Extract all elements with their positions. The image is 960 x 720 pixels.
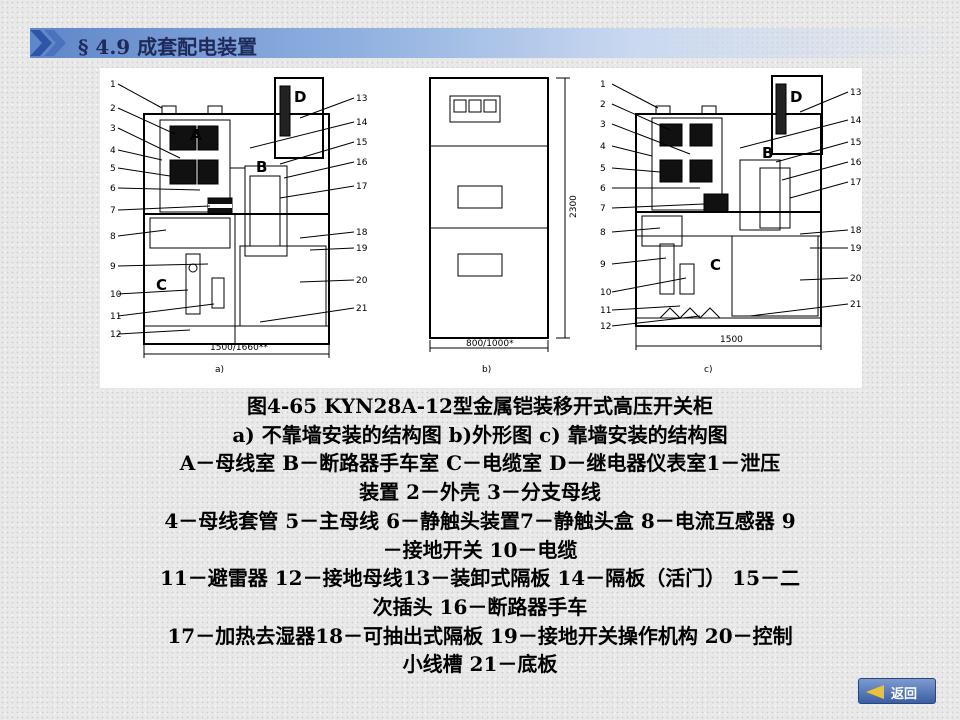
page-title: § 4.9 成套配电装置 — [78, 35, 258, 59]
callout-number: 10 — [110, 290, 122, 300]
callout-number: 5 — [110, 164, 116, 174]
caption-line: A－母线室 B－断路器手车室 C－电缆室 D－继电器仪表室1－泄压 — [179, 451, 781, 476]
compartment-c-label: C — [156, 276, 167, 294]
title-bar — [30, 28, 955, 58]
callout-number: 11 — [600, 306, 611, 316]
callout-number: 4 — [110, 146, 116, 156]
caption-line: 4－母线套管 5－主母线 6－静触头装置7－静触头盒 8－电流互感器 9 — [164, 508, 796, 533]
panel-a-width-dim: 1500/1660** — [210, 343, 268, 353]
callout-number: 12 — [110, 330, 121, 340]
callout-number: 1 — [600, 80, 606, 90]
callout-number: 2 — [110, 104, 116, 114]
back-button-label: 返回 — [891, 687, 918, 702]
chevron-decoration-icon — [30, 30, 66, 56]
caption-line: 装置 2－外壳 3－分支母线 — [359, 480, 601, 505]
callout-number: 17 — [850, 178, 861, 188]
callout-number: 15 — [850, 138, 861, 148]
caption-line: 17－加热去湿器18－可抽出式隔板 19－接地开关操作机构 20－控制 — [167, 623, 793, 648]
callout-number: 21 — [356, 304, 367, 314]
callout-number: 20 — [850, 274, 862, 284]
caption-line: a) 不靠墙安装的结构图 b)外形图 c) 靠墙安装的结构图 — [232, 422, 728, 447]
callout-number: 17 — [356, 182, 367, 192]
panel-c-compartment-d: D — [790, 88, 802, 106]
panel-c-compartment-c: C — [710, 256, 721, 274]
callout-number: 16 — [356, 158, 368, 168]
callout-number: 1 — [110, 80, 116, 90]
caption-line: 小线槽 21－底板 — [402, 652, 558, 677]
callout-number: 10 — [600, 288, 612, 298]
callout-number: 3 — [600, 120, 606, 130]
callout-number: 16 — [850, 158, 862, 168]
callout-number: 19 — [356, 244, 368, 254]
panel-c-caption: c) — [704, 365, 712, 375]
callout-number: 18 — [356, 228, 368, 238]
callout-number: 2 — [600, 100, 606, 110]
callout-number: 6 — [110, 184, 116, 194]
panel-b-height-dim: 2300 — [569, 195, 579, 218]
compartment-b-label: B — [256, 158, 267, 176]
callout-number: 14 — [850, 116, 862, 126]
compartment-a-label: A — [190, 126, 202, 144]
callout-number: 13 — [356, 94, 367, 104]
callout-number: 8 — [110, 232, 116, 242]
panel-c-compartment-b: B — [762, 144, 773, 162]
panel-a-drawing — [117, 77, 355, 358]
callout-number: 7 — [600, 204, 606, 214]
figure-caption: 图4-65 KYN28A-12型金属铠装移开式高压开关柜 a) 不靠墙安装的结构… — [40, 392, 920, 679]
callout-number: 18 — [850, 226, 862, 236]
caption-line: 11－避雷器 12－接地母线13－装卸式隔板 14－隔板（活门） 15－二 — [159, 566, 801, 591]
callout-number: 8 — [600, 228, 606, 238]
panel-b-width-dim: 800/1000* — [466, 339, 514, 349]
callout-number: 20 — [356, 276, 368, 286]
callout-number: 7 — [110, 206, 116, 216]
caption-line: 图4-65 KYN28A-12型金属铠装移开式高压开关柜 — [247, 394, 713, 418]
caption-line: －接地开关 10－电缆 — [382, 537, 578, 562]
panel-a-caption: a) — [215, 365, 224, 375]
callout-number: 19 — [850, 244, 862, 254]
panel-b-drawing — [429, 77, 570, 352]
callout-number: 6 — [600, 184, 606, 194]
back-button[interactable]: 返回 — [858, 678, 936, 704]
callout-number: 5 — [600, 164, 606, 174]
callout-number: 13 — [850, 88, 861, 98]
panel-c-width-dim: 1500 — [720, 335, 743, 345]
callout-number: 9 — [600, 260, 606, 270]
callout-number: 14 — [356, 118, 368, 128]
back-arrow-icon — [866, 685, 884, 699]
callout-number: 21 — [850, 300, 861, 310]
caption-line: 次插头 16－断路器手车 — [372, 594, 588, 619]
compartment-d-label: D — [294, 88, 306, 106]
panel-b-caption: b) — [482, 365, 491, 375]
callout-number: 15 — [356, 138, 367, 148]
callout-number: 11 — [110, 312, 121, 322]
panel-c-drawing — [611, 75, 849, 350]
callout-number: 4 — [600, 142, 606, 152]
callout-number: 3 — [110, 124, 116, 134]
callout-number: 12 — [600, 322, 611, 332]
callout-number: 9 — [110, 262, 116, 272]
